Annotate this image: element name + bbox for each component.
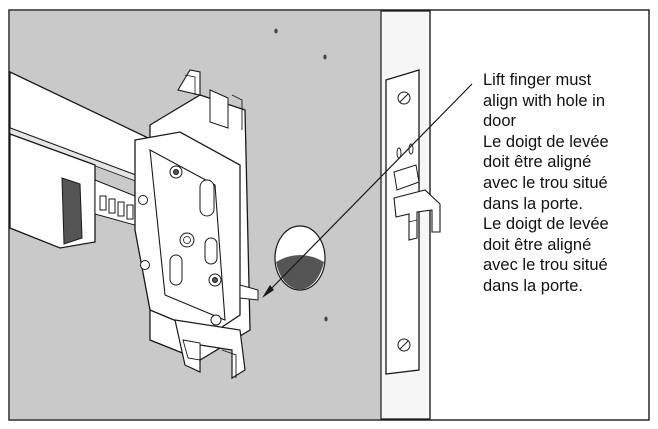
- leader-line: [262, 83, 473, 298]
- exit-device-mechanism: [134, 69, 259, 380]
- mounting-holes: [274, 28, 328, 322]
- push-bar: [9, 70, 166, 249]
- door-hole: [274, 225, 326, 291]
- callout-text: Lift finger must align with hole in door…: [483, 71, 609, 295]
